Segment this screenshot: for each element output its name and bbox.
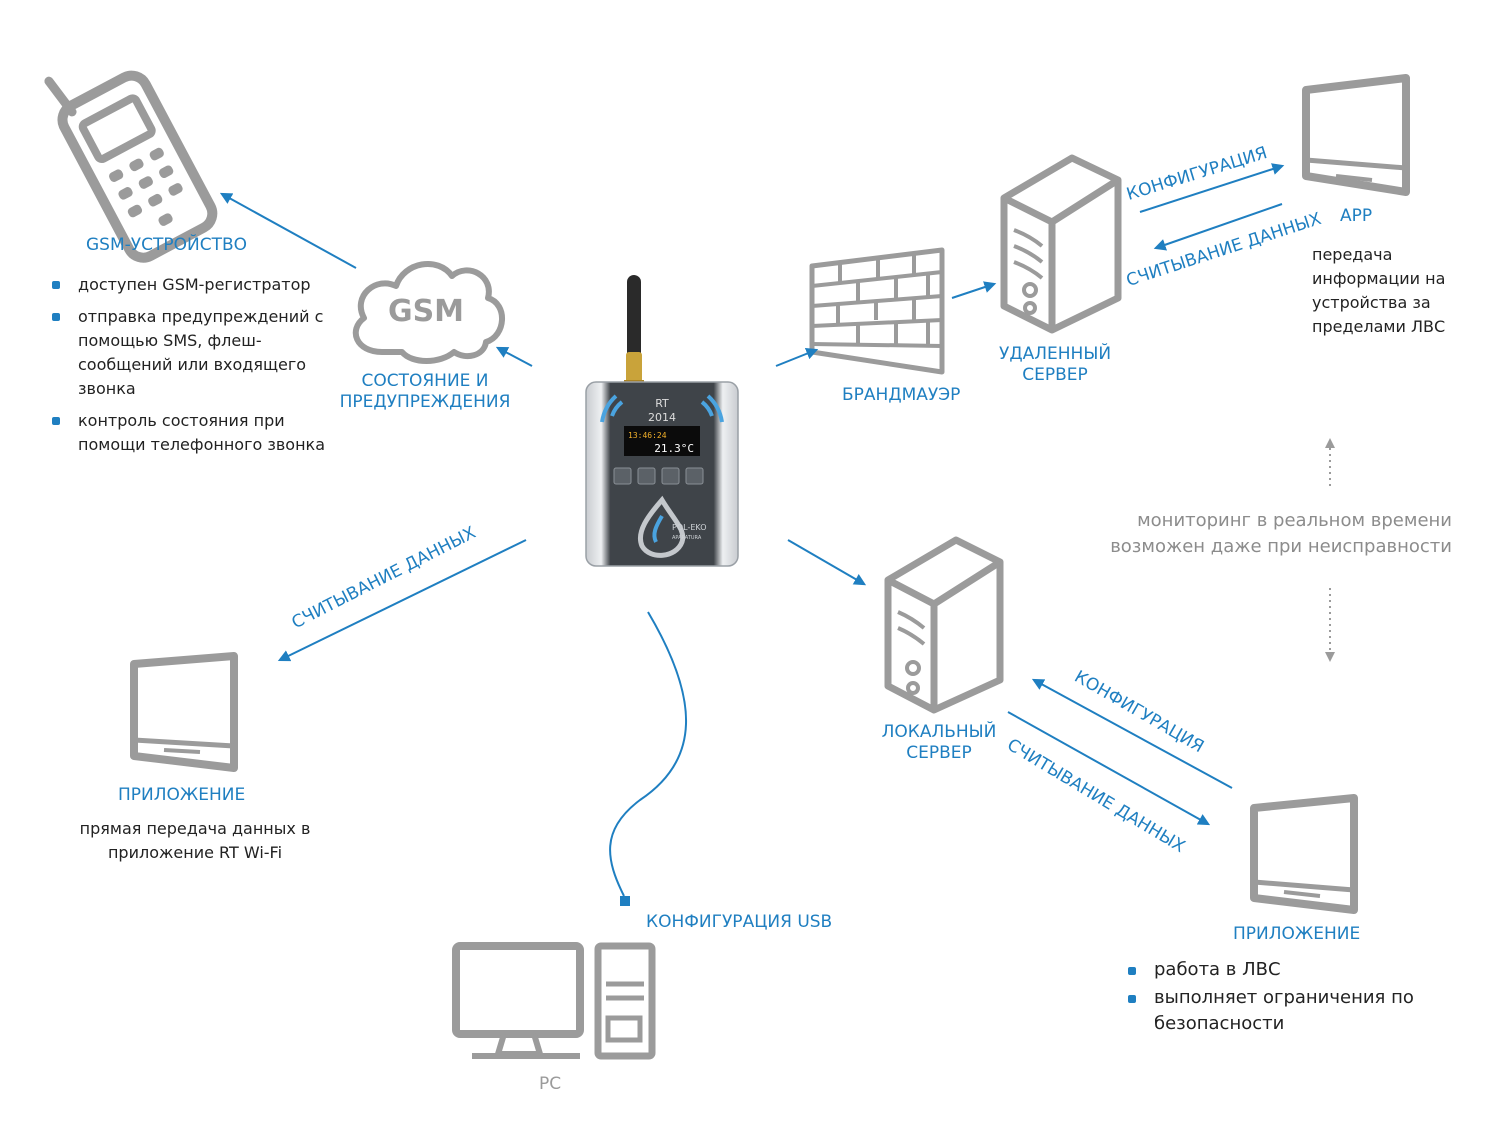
local-server-label: ЛОКАЛЬНЫЙ СЕРВЕР — [881, 722, 997, 763]
gsm-bullet-1: доступен GSM-регистратор — [50, 273, 350, 297]
arrow-app-to-remote — [1153, 203, 1283, 251]
arrow-device-to-local — [787, 539, 867, 586]
gsm-bullet-3: контроль состояния при помощи телефонног… — [50, 409, 350, 457]
arrow-app-to-local-config — [1031, 678, 1233, 789]
arrow-cloud-to-phone — [219, 192, 357, 269]
wifi-app-title: ПРИЛОЖЕНИЕ — [118, 785, 246, 805]
remote-app-desc: передача информации на устройства за пре… — [1312, 245, 1446, 336]
remote-server-label: УДАЛЕННЫЙ СЕРВЕР — [998, 344, 1112, 385]
rt-logger-device: RT 2014 13:46:24 21.3°C POL-EKO APARATUR… — [585, 275, 739, 567]
device-brand-sub: APARATURA — [672, 535, 702, 541]
arrow-config-to-app — [1139, 163, 1285, 213]
firewall-icon — [809, 247, 945, 375]
status-alerts-label: СОСТОЯНИЕ И ПРЕДУПРЕЖДЕНИЯ — [339, 371, 511, 412]
device-brand-text: POL-EKO — [672, 523, 706, 532]
device-buttons — [613, 467, 704, 485]
gsm-bullet-2: отправка предупреждений с помощью SMS, ф… — [50, 305, 350, 401]
device-display-value: 21.3°C — [654, 442, 694, 455]
wifi-app-tablet-icon — [130, 652, 238, 772]
device-display-time: 13:46:24 — [628, 431, 667, 440]
pc-icon — [452, 942, 656, 1060]
arrow-device-to-firewall — [775, 347, 819, 367]
usb-config-label: КОНФИГУРАЦИЯ USB — [646, 912, 833, 932]
gsm-cloud-text: GSM — [388, 294, 464, 329]
monitoring-text: мониторинг в реальном времени возможен д… — [1110, 510, 1452, 557]
local-app-tablet-icon — [1250, 794, 1358, 914]
local-app-title: ПРИЛОЖЕНИЕ — [1233, 924, 1361, 944]
local-bullet-2: выполняет ограничения по безопасности — [1126, 985, 1436, 1037]
gsm-cloud-icon: GSM — [352, 260, 505, 364]
remote-app-label: APP — [1340, 206, 1373, 226]
local-app-bullets: работа в ЛВС выполняет ограничения по бе… — [1126, 957, 1436, 1039]
device-model-text: RT — [655, 397, 669, 410]
device-year-text: 2014 — [648, 411, 676, 424]
pc-label: PC — [538, 1074, 562, 1094]
arrow-local-to-app-read — [1007, 711, 1211, 826]
connection-arrows — [219, 163, 1285, 897]
usb-plug — [620, 896, 630, 906]
remote-server-icon — [1000, 154, 1122, 334]
local-bullet-1: работа в ЛВС — [1126, 957, 1436, 983]
wifi-app-desc: прямая передача данных в приложение RT W… — [79, 819, 311, 862]
usb-cable — [609, 611, 687, 897]
gsm-bullets: доступен GSM-регистратор отправка предуп… — [50, 273, 350, 465]
arrow-device-to-cloud — [495, 346, 533, 367]
firewall-label: БРАНДМАУЭР — [842, 385, 961, 405]
remote-app-tablet-icon — [1302, 74, 1410, 196]
arrow-device-to-wifi-app — [277, 539, 527, 662]
arrow-firewall-to-remote — [951, 281, 997, 299]
gsm-device-title: GSM-УСТРОЙСТВО — [86, 235, 248, 255]
mobile-phone-icon — [44, 70, 218, 263]
local-server-icon — [884, 536, 1004, 714]
